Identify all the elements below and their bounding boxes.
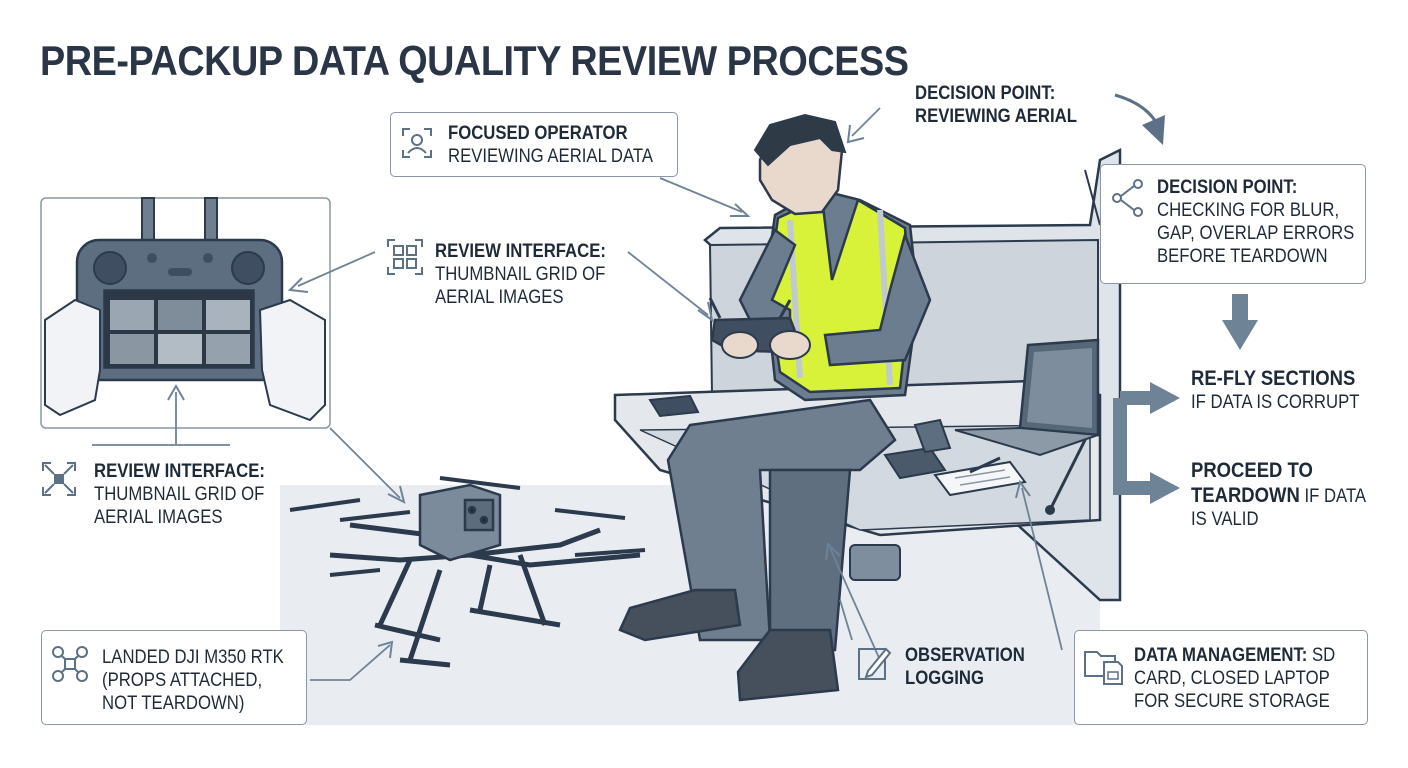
review-center-line-1: THUMBNAIL GRID OF	[435, 264, 606, 285]
review-left-label: REVIEW INTERFACE: THUMBNAIL GRID OF AERI…	[94, 460, 265, 529]
decision-right-label: DECISION POINT: CHECKING FOR BLUR, GAP, …	[1157, 176, 1354, 268]
devices-on-tailgate	[648, 394, 1027, 497]
decision-right-line-1: CHECKING FOR BLUR,	[1157, 200, 1340, 221]
data-mgmt-line-1: CARD, CLOSED LAPTOP	[1134, 668, 1330, 689]
focused-operator-label: FOCUSED OPERATOR REVIEWING AERIAL DATA	[448, 122, 653, 168]
pencil-note-icon	[858, 647, 892, 680]
laptop-illustration	[954, 338, 1100, 457]
focused-operator-heading: FOCUSED OPERATOR	[448, 123, 628, 144]
callout-drone	[41, 630, 307, 725]
observation-line-1: OBSERVATION	[905, 645, 1025, 666]
focused-operator-body: REVIEWING AERIAL DATA	[448, 146, 654, 167]
page-title: PRE-PACKUP DATA QUALITY REVIEW PROCESS	[40, 37, 909, 84]
operator-illustration	[618, 113, 932, 702]
flow-arrows	[1113, 93, 1258, 504]
proceed-label: PROCEED TO TEARDOWN IF DATA IS VALID	[1191, 458, 1366, 531]
data-mgmt-heading: DATA MANAGEMENT:	[1134, 645, 1308, 666]
refly-body: IF DATA IS CORRUPT	[1191, 392, 1360, 413]
refly-heading: RE-FLY SECTIONS	[1191, 367, 1356, 390]
drone-label: LANDED DJI M350 RTK (PROPS ATTACHED, NOT…	[102, 646, 284, 715]
drone-line-2: (PROPS ATTACHED,	[102, 670, 263, 691]
drone-illustration	[289, 476, 646, 668]
callout-decision-right	[1100, 164, 1366, 284]
decision-right-line-3: BEFORE TEARDOWN	[1157, 246, 1328, 267]
proceed-heading-2: TEARDOWN	[1191, 484, 1300, 507]
observation-line-2: LOGGING	[905, 668, 984, 689]
decision-right-line-2: GAP, OVERLAP ERRORS	[1157, 223, 1355, 244]
proceed-tail: IF DATA	[1304, 486, 1367, 507]
grid-icon	[387, 239, 423, 275]
data-mgmt-line-2: FOR SECURE STORAGE	[1134, 691, 1330, 712]
drone-line-1: LANDED DJI M350 RTK	[102, 647, 284, 668]
decision-right-heading: DECISION POINT:	[1157, 177, 1298, 198]
decision-top-label: DECISION POINT: REVIEWING AERIAL	[915, 82, 1077, 128]
connector-lines	[92, 107, 1063, 681]
proceed-heading-1: PROCEED TO	[1191, 459, 1313, 482]
review-left-line-2: AERIAL IMAGES	[94, 507, 223, 528]
review-center-heading: REVIEW INTERFACE:	[435, 241, 606, 262]
review-left-heading: REVIEW INTERFACE:	[94, 461, 265, 482]
drone-line-3: NOT TEARDOWN)	[102, 693, 245, 714]
proceed-line-3: IS VALID	[1191, 509, 1259, 530]
callout-focused-operator	[390, 112, 678, 177]
review-center-label: REVIEW INTERFACE: THUMBNAIL GRID OF AERI…	[435, 240, 606, 309]
drone-icon	[52, 646, 88, 682]
decision-top-line2: REVIEWING AERIAL	[915, 106, 1077, 127]
decision-top-line1: DECISION POINT:	[915, 83, 1056, 104]
review-left-line-1: THUMBNAIL GRID OF	[94, 484, 265, 505]
expand-arrows-icon	[42, 462, 76, 496]
data-mgmt-heading-tail: SD	[1312, 645, 1336, 666]
controller-inset-illustration	[44, 197, 326, 422]
data-mgmt-label: DATA MANAGEMENT: SD CARD, CLOSED LAPTOP …	[1134, 644, 1335, 713]
sd-folder-icon	[1084, 651, 1123, 685]
observation-label: OBSERVATION LOGGING	[905, 644, 1025, 690]
review-center-line-2: AERIAL IMAGES	[435, 287, 564, 308]
operator-frame-icon	[402, 128, 432, 158]
refly-label: RE-FLY SECTIONS IF DATA IS CORRUPT	[1191, 366, 1359, 414]
branch-icon	[1112, 179, 1143, 217]
